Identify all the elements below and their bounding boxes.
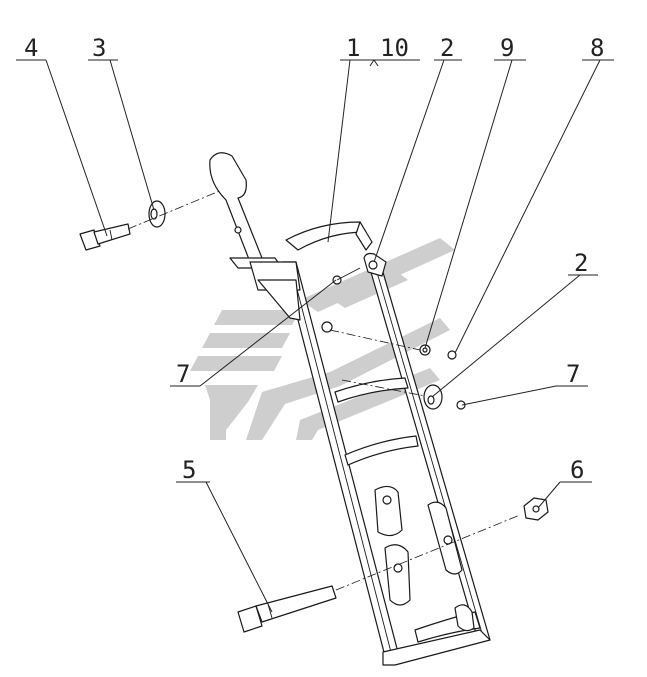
bolt-part-5 — [237, 585, 337, 633]
callout-3: 3 — [92, 34, 106, 62]
callout-1: 1 — [346, 34, 360, 62]
callout-4: 4 — [24, 34, 38, 62]
callout-2-lower: 2 — [574, 249, 588, 277]
callout-10: 10 — [380, 34, 409, 62]
leader-lines — [16, 59, 614, 613]
callout-9: 9 — [500, 34, 514, 62]
screw-part-7-upper — [332, 267, 361, 285]
bolt-part-4 — [79, 223, 131, 251]
callout-numbers: 4 3 1 10 2 9 8 2 7 7 5 6 — [24, 34, 604, 484]
nut-part-6 — [523, 497, 549, 521]
callout-2-upper: 2 — [440, 34, 454, 62]
callout-8: 8 — [590, 34, 604, 62]
callout-6: 6 — [570, 456, 584, 484]
bushing-part-2-upper — [363, 252, 387, 277]
frame-hole — [321, 321, 333, 333]
callout-7-right: 7 — [566, 360, 580, 388]
washer-part-9 — [419, 344, 431, 356]
nut-part-8 — [447, 350, 457, 360]
washer-part-3 — [148, 200, 166, 228]
nut-part-7-lower — [456, 400, 466, 410]
axis-bolt-5 — [335, 514, 521, 591]
callout-5: 5 — [182, 456, 196, 484]
upper-bracket-arm — [209, 152, 301, 321]
callout-7-left: 7 — [176, 360, 190, 388]
axis-bolt-4 — [127, 189, 223, 230]
bushing-part-2-lower — [341, 379, 443, 410]
axis-washer-9 — [329, 329, 421, 351]
